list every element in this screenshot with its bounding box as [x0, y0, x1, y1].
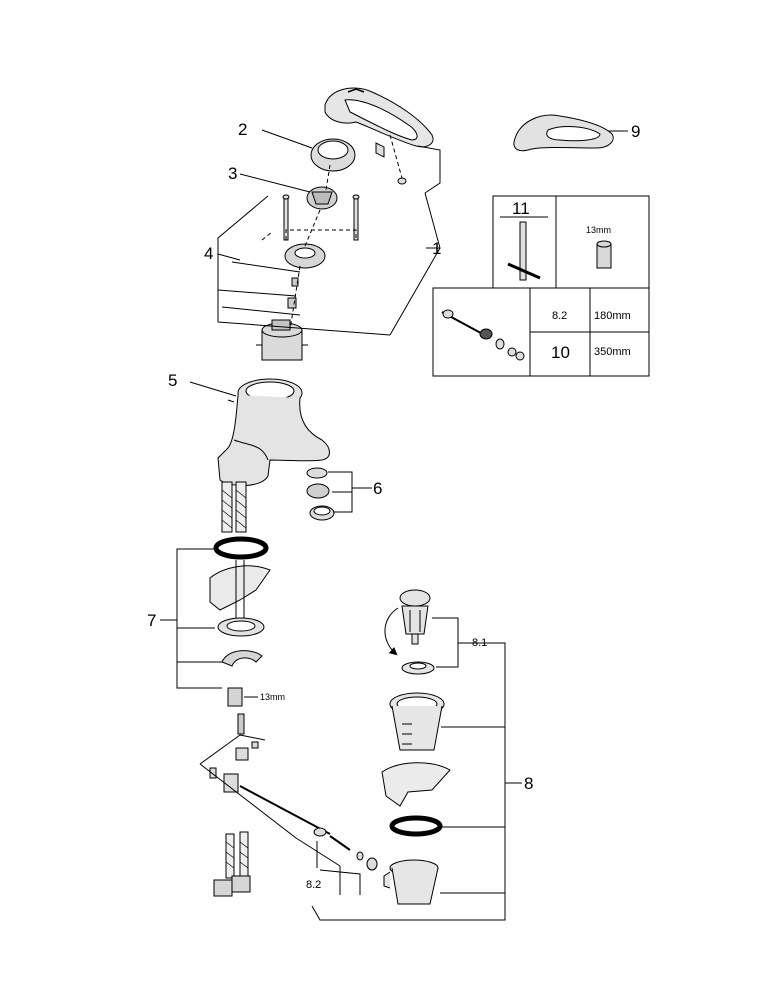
flexible-hoses	[221, 481, 247, 533]
wrench-size-label: 13mm	[260, 692, 286, 702]
callout-6: 6	[373, 479, 383, 498]
leader-4	[217, 253, 241, 261]
bracket-lower	[311, 892, 506, 921]
bracket-part-8-1	[432, 617, 470, 668]
cartridge-plate	[284, 243, 326, 269]
bracket-part-6	[328, 471, 372, 513]
rod-code-1: 8.2	[552, 310, 568, 322]
cartridge	[256, 319, 308, 361]
tool-number: 11	[512, 199, 530, 218]
bracket-part-7	[160, 548, 222, 689]
callout-2: 2	[238, 120, 248, 139]
bracket-part-8-2	[199, 734, 361, 895]
leader-3	[239, 173, 311, 193]
tap-body	[217, 378, 330, 486]
callout-9: 9	[631, 122, 641, 141]
waste-body	[389, 692, 445, 751]
clamping-nut	[306, 186, 338, 210]
rod-length-2: 350mm	[594, 346, 631, 358]
small-parts	[287, 277, 299, 309]
lever-handle	[324, 87, 434, 148]
waste-seal	[381, 762, 451, 807]
leader-2	[261, 129, 313, 149]
callout-3: 3	[228, 164, 238, 183]
bracket-part-8	[441, 642, 522, 893]
callout-8: 8	[524, 774, 534, 793]
assembly-axes	[261, 134, 403, 331]
leader-5	[189, 381, 237, 397]
info-table-frame	[432, 195, 650, 377]
supply-hoses	[213, 831, 251, 897]
waste-plug	[399, 589, 435, 675]
socket-tool	[596, 240, 612, 269]
rod-drawing	[441, 309, 525, 361]
callout-4: 4	[204, 244, 214, 263]
sealing-ring	[389, 815, 443, 837]
box-wrench-size: 13mm	[586, 225, 612, 235]
t-key-tool	[507, 221, 541, 281]
aerator-set	[306, 467, 335, 521]
cover-cap	[310, 138, 356, 172]
rotation-arrow	[384, 607, 399, 656]
rod-code-2: 10	[551, 343, 570, 362]
callout-1: 1	[432, 239, 442, 258]
popup-rod	[209, 741, 378, 871]
callout-8-2: 8.2	[306, 879, 322, 891]
callout-8-1: 8.1	[472, 637, 488, 649]
callout-5: 5	[168, 371, 178, 390]
callout-7: 7	[147, 611, 157, 630]
spare-handle	[513, 114, 614, 152]
rod-length-1: 180mm	[594, 310, 631, 322]
fixing-set	[209, 536, 271, 735]
waste-housing	[383, 859, 439, 905]
